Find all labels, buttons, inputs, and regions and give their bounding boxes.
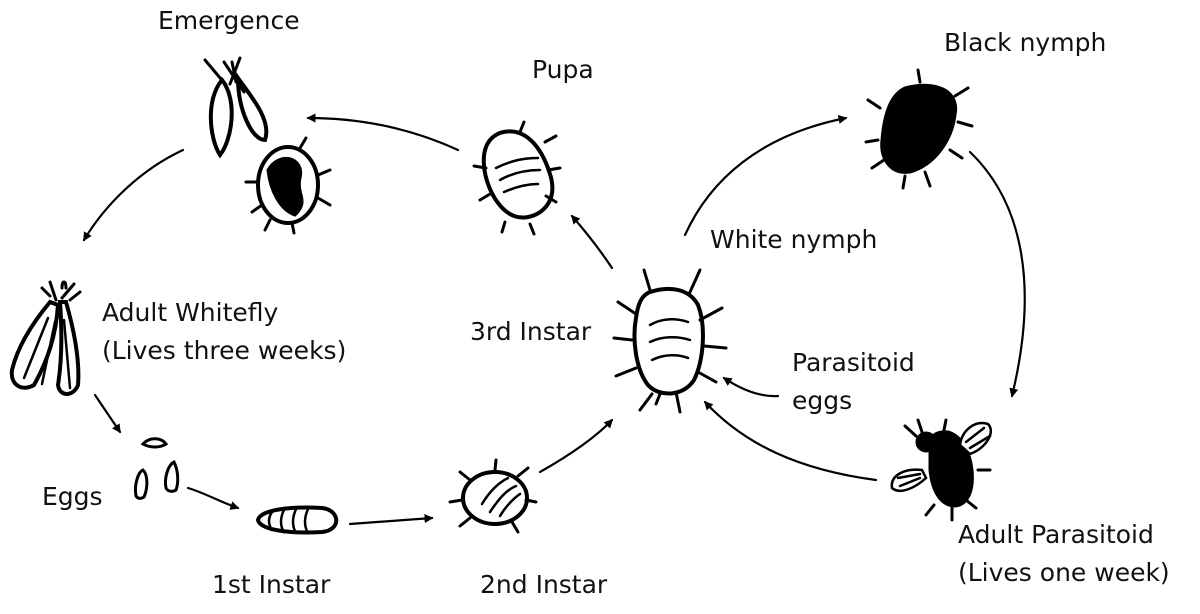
arrow-adult-parasitoid-to-3rd-instar bbox=[703, 400, 878, 482]
arrow-pupa-to-emergence bbox=[306, 113, 460, 152]
adult-whitefly-icon bbox=[9, 280, 82, 396]
first-instar-icon bbox=[255, 505, 339, 535]
adult-parasitoid-icon bbox=[890, 418, 993, 522]
label-white-nymph: White nymph bbox=[710, 225, 878, 254]
eggs-icon bbox=[134, 437, 180, 500]
label-emergence: Emergence bbox=[158, 6, 300, 35]
pupa-icon bbox=[472, 120, 562, 236]
label-parasitoid-eggs-line1: Parasitoid bbox=[792, 348, 915, 377]
label-adult-parasitoid-line1: Adult Parasitoid bbox=[958, 520, 1154, 549]
arrow-2nd-to-3rd-instar bbox=[538, 418, 614, 474]
arrow-adult-to-eggs bbox=[93, 393, 122, 434]
emergence-adult-icon bbox=[203, 56, 269, 159]
arrow-parasitoid-eggs-to-3rd-instar bbox=[722, 376, 780, 398]
label-adult-whitefly-line2: (Lives three weeks) bbox=[102, 336, 347, 365]
third-instar-white-nymph-icon bbox=[612, 268, 728, 414]
label-adult-parasitoid-line2: (Lives one week) bbox=[958, 558, 1170, 587]
arrow-black-nymph-to-adult-parasitoid bbox=[968, 150, 1026, 398]
label-first-instar: 1st Instar bbox=[212, 570, 331, 599]
label-third-instar: 3rd Instar bbox=[470, 317, 592, 346]
arrow-white-to-black-nymph bbox=[683, 115, 848, 237]
label-pupa: Pupa bbox=[532, 55, 594, 84]
label-second-instar: 2nd Instar bbox=[480, 570, 608, 599]
label-adult-whitefly-line1: Adult Whitefly bbox=[102, 298, 279, 327]
emergence-pupal-case-icon bbox=[244, 136, 332, 235]
arrow-1st-to-2nd-instar bbox=[348, 514, 434, 526]
label-black-nymph: Black nymph bbox=[944, 28, 1107, 57]
arrow-emergence-to-adult bbox=[82, 148, 185, 242]
arrow-eggs-to-1st-instar bbox=[186, 486, 240, 510]
label-eggs: Eggs bbox=[42, 482, 103, 511]
arrow-3rd-instar-to-pupa bbox=[570, 214, 614, 270]
second-instar-icon bbox=[448, 458, 538, 534]
label-parasitoid-eggs-line2: eggs bbox=[792, 386, 853, 415]
black-nymph-icon bbox=[864, 68, 974, 190]
